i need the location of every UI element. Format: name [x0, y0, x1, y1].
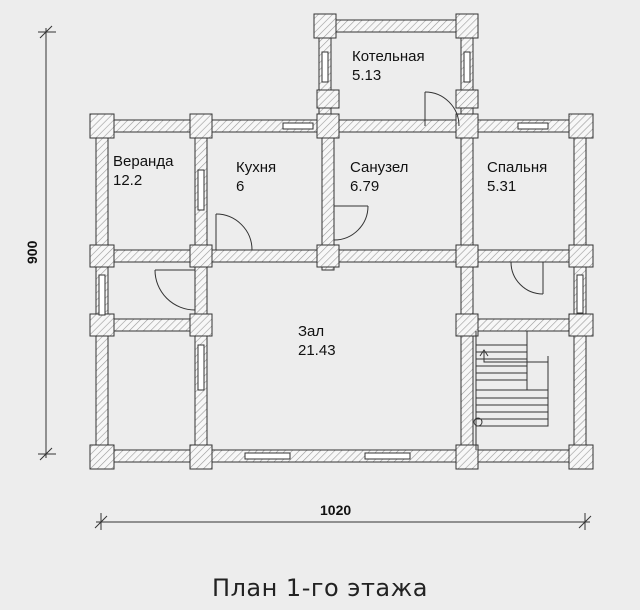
- width-dimension-line: [94, 513, 592, 530]
- room-area: 6: [236, 178, 245, 195]
- room-label-sanuzel: Санузел 6.79: [350, 158, 408, 196]
- height-dimension-label: 900: [24, 240, 40, 264]
- room-area: 12.2: [113, 172, 143, 189]
- doors: [154, 91, 544, 311]
- room-area: 6.79: [350, 178, 380, 195]
- room-area: 21.43: [298, 342, 336, 359]
- room-label-zal: Зал 21.43: [298, 322, 336, 360]
- room-label-kotelnaya: Котельная 5.13: [352, 47, 425, 85]
- room-name: Зал: [298, 323, 325, 340]
- plan-title: План 1-го этажа: [212, 574, 428, 602]
- room-area: 5.13: [352, 67, 382, 84]
- room-name: Спальня: [487, 159, 548, 176]
- windows: [98, 51, 584, 460]
- walls: [95, 19, 587, 463]
- room-name: Санузел: [350, 159, 409, 176]
- room-name: Кухня: [236, 159, 277, 176]
- room-label-veranda: Веранда 12.2: [113, 152, 173, 190]
- room-name: Веранда: [113, 153, 174, 170]
- height-dimension-line: [38, 25, 56, 461]
- room-name: Котельная: [352, 48, 425, 65]
- room-label-kukhnya: Кухня 6: [236, 158, 276, 196]
- room-area: 5.31: [487, 178, 517, 195]
- log-joints: [89, 13, 594, 470]
- width-dimension-label: 1020: [320, 502, 352, 518]
- room-label-spalnya: Спальня 5.31: [487, 158, 547, 196]
- staircase: [473, 331, 549, 450]
